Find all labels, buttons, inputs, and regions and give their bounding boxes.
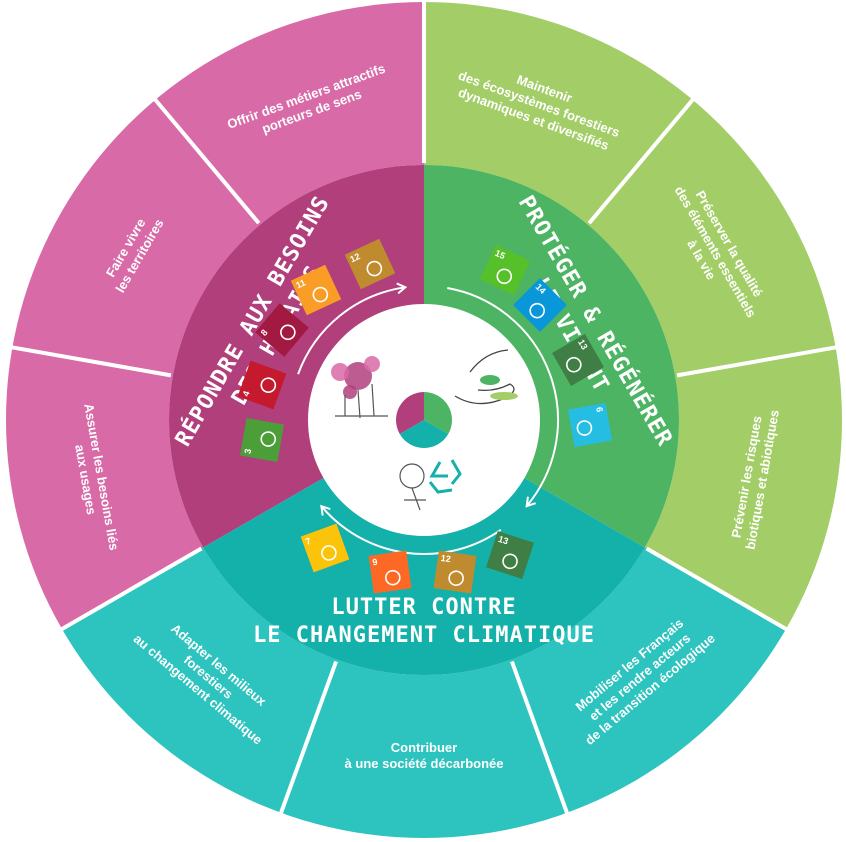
tree-icon [496, 268, 513, 285]
sdg-number: 12 [348, 251, 361, 264]
arrow-arc [320, 505, 502, 555]
sdg-13-badge: 13 [552, 334, 604, 386]
arrow-head [320, 504, 331, 516]
flower-bloom [331, 363, 349, 381]
arrow-arc [297, 286, 406, 375]
center-disc [308, 304, 540, 536]
sdg-number: 15 [493, 248, 506, 261]
flower-bloom [343, 385, 357, 399]
sdg-12-badge: 12 [433, 550, 477, 594]
outer-sector-green [424, 2, 842, 629]
leaf [490, 392, 518, 400]
flower-bloom [364, 356, 380, 372]
outer-sector-teal [62, 547, 786, 838]
sdg-13-badge: 13 [486, 531, 534, 579]
eye-icon [502, 553, 518, 570]
recycle-symbol-icon [399, 459, 462, 511]
center-pie-teal [399, 420, 449, 449]
fish-icon [529, 302, 545, 319]
outer-divider [587, 96, 696, 225]
sdg-number: 3 [242, 448, 253, 455]
outer-divider [10, 345, 172, 378]
sdg-4-badge: 4 [237, 360, 287, 410]
sdg-3-badge: 3 [239, 417, 285, 463]
arrow-head [396, 282, 408, 295]
inner-label-line: LE CHANGEMENT CLIMATIQUE [253, 623, 595, 648]
leaf [480, 375, 500, 385]
outer-divider [59, 546, 203, 632]
city-icon [312, 286, 329, 303]
sdg-number: 7 [304, 536, 312, 547]
arrow-arc [447, 287, 559, 507]
flower-bloom [344, 362, 372, 390]
sdg-number: 13 [576, 338, 590, 352]
sdg-number: 4 [241, 390, 252, 398]
infinity-icon [448, 570, 464, 587]
heartbeat-icon [260, 431, 277, 447]
center-pie-pink [396, 392, 424, 434]
sdg-number: 8 [259, 327, 270, 337]
sun-icon [321, 545, 337, 561]
outer-label-line: à une société décarbonée [345, 756, 504, 771]
sdg-number: 11 [294, 277, 307, 290]
water-drop-icon [576, 420, 593, 436]
center-pie-green [424, 392, 453, 434]
cycle-arrows [297, 282, 559, 555]
growth-chart-icon [280, 324, 296, 341]
outer-divider [510, 660, 570, 816]
cubes-icon [385, 569, 401, 586]
hands-with-sprout-icon [454, 349, 518, 405]
eye-icon [566, 356, 582, 373]
sdg-6-badge: 6 [567, 402, 613, 448]
outer-divider [645, 546, 789, 632]
outer-divider [152, 96, 261, 225]
infinity-icon [366, 260, 383, 277]
sdg-number: 12 [440, 553, 451, 564]
inner-sector-teal [203, 420, 645, 675]
sdg-number: 13 [497, 534, 510, 547]
outer-divider [278, 660, 338, 816]
sdg-9-badge: 9 [368, 550, 412, 594]
sdg-8-badge: 8 [255, 303, 309, 357]
book-icon [260, 377, 277, 393]
outer-dividers [10, 0, 838, 816]
sdg-15-badge: 15 [479, 244, 531, 296]
hand-outline [454, 349, 515, 405]
outer-sector-pink [5, 2, 424, 629]
recycle-arrows [428, 459, 462, 494]
flower-stems [335, 383, 388, 419]
sdg-12-badge: 12 [344, 238, 396, 290]
sdg-number: 6 [594, 406, 605, 413]
flowers-illustration-icon [331, 356, 388, 419]
outer-label-line: Contribuer [391, 740, 457, 755]
inner-label-teal: LUTTER CONTRE LE CHANGEMENT CLIMATIQUE [253, 595, 595, 648]
figure-outline [404, 487, 426, 511]
sdg-number: 9 [372, 557, 378, 568]
arrow-head [525, 496, 536, 508]
inner-label-line: LUTTER CONTRE [331, 595, 516, 620]
sdg-11-badge: 11 [290, 264, 342, 316]
outer-divider [676, 345, 838, 378]
outer-ring [5, 2, 842, 838]
sdg-7-badge: 7 [300, 523, 350, 573]
